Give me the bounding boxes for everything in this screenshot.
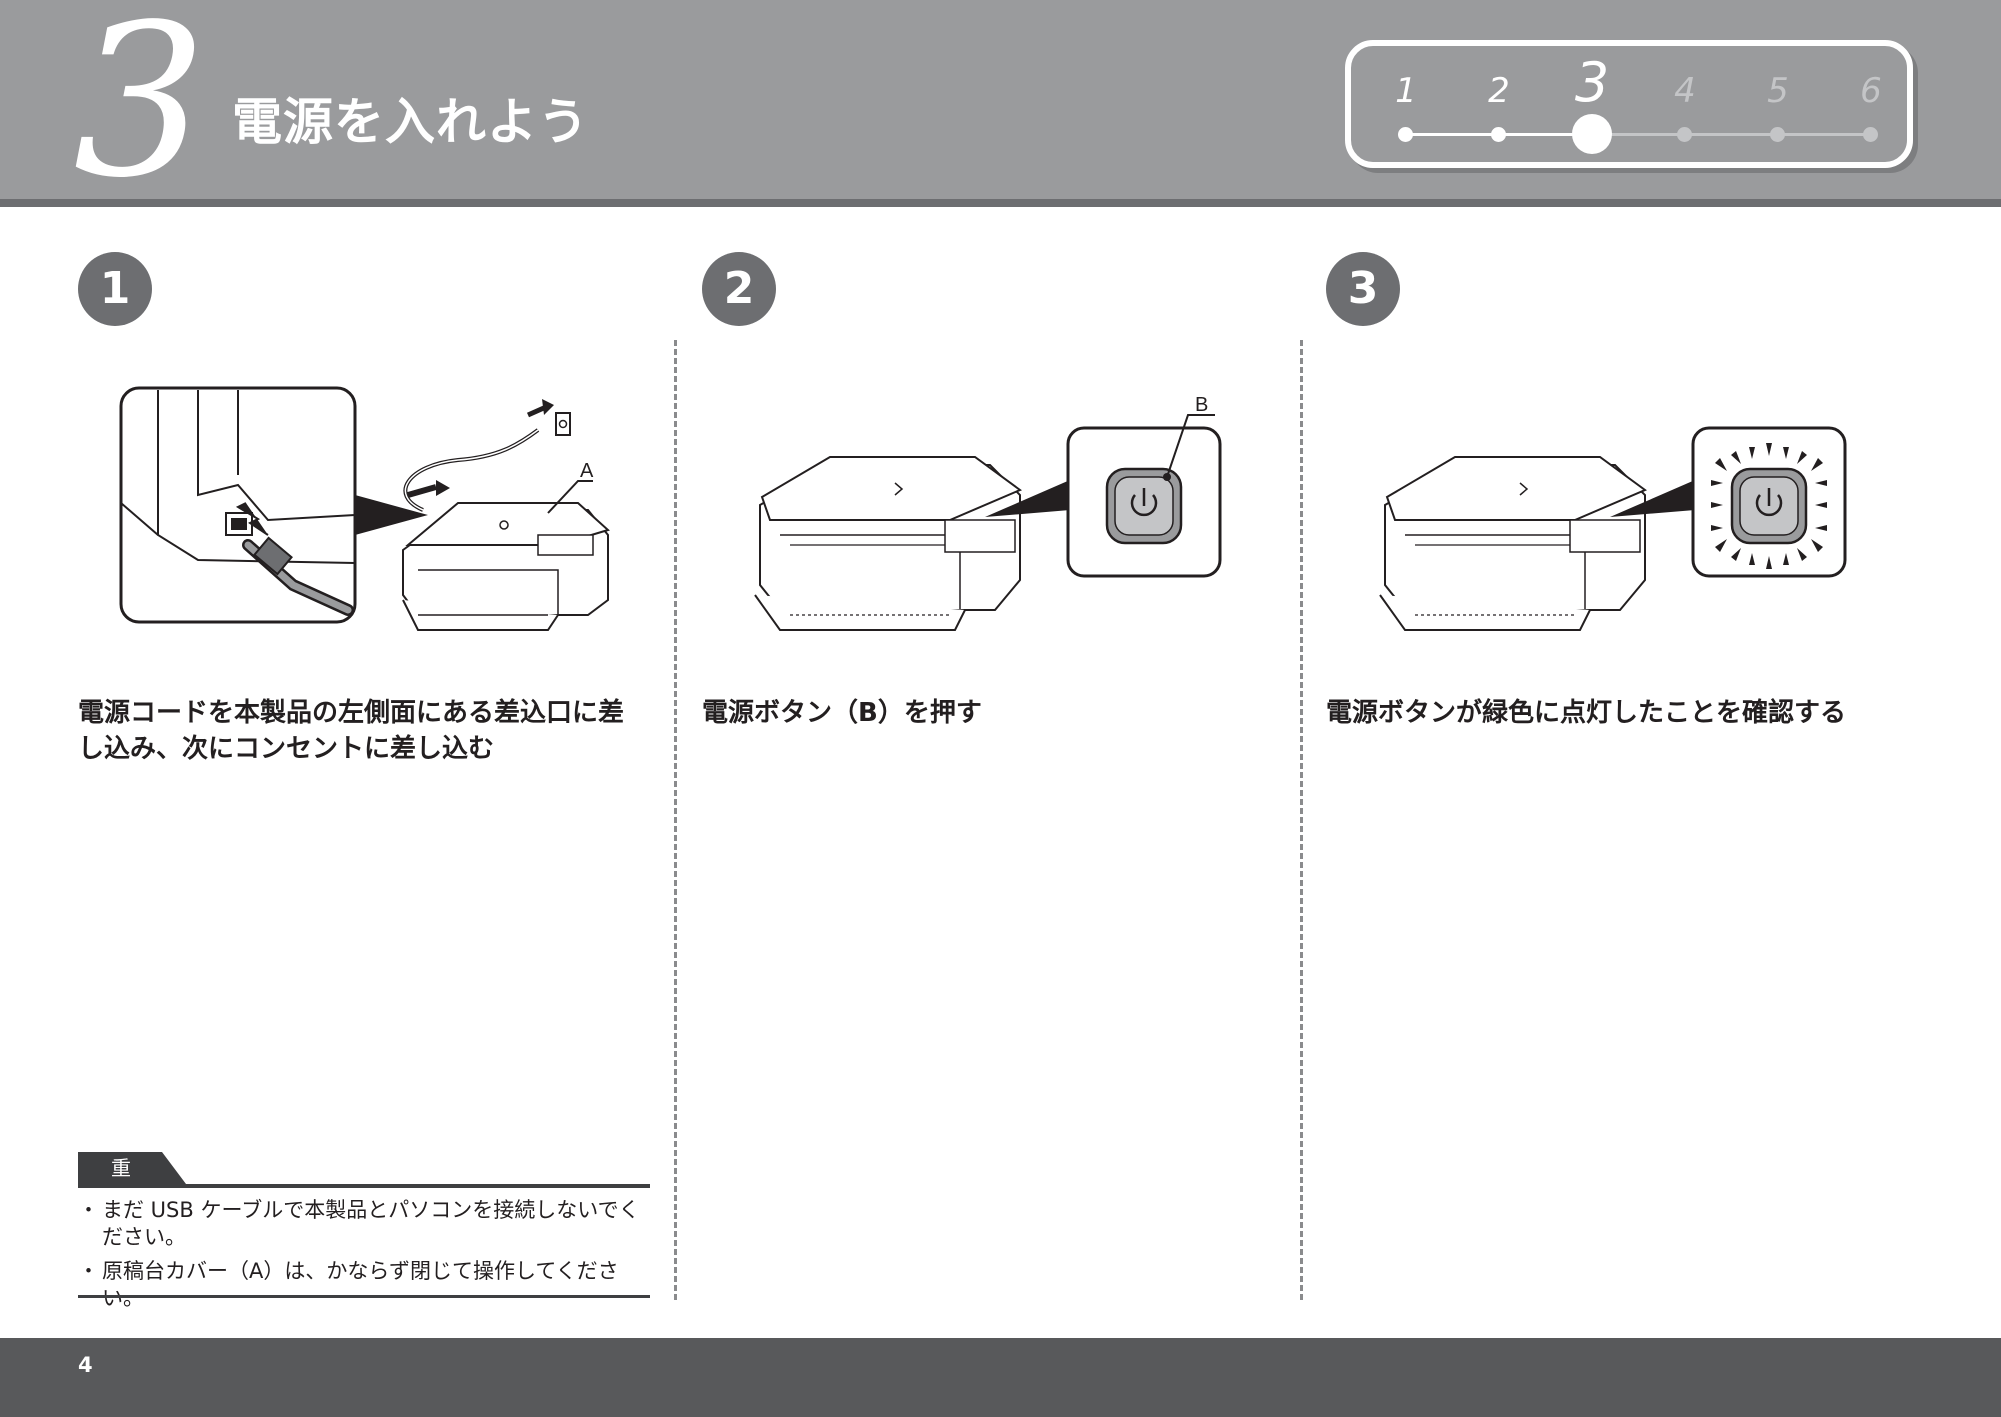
callout-a-label: A — [580, 460, 594, 482]
important-note-2-text: 原稿台カバー（A）は、かならず閉じて操作してください。 — [102, 1259, 619, 1310]
progress-step-1: 1 — [1395, 71, 1417, 111]
important-label: 重 要 — [111, 1156, 143, 1212]
step-3-number: 3 — [1326, 252, 1400, 326]
step-1-number: 1 — [78, 252, 152, 326]
important-tag — [78, 1152, 186, 1184]
step-2-instruction: 電源ボタン（B）を押す — [702, 698, 982, 728]
glow-rays — [1711, 443, 1827, 569]
column-divider-2 — [1300, 340, 1303, 1300]
progress-step-2: 2 — [1488, 71, 1510, 111]
step-3-instruction: 電源ボタンが緑色に点灯したことを確認する — [1326, 698, 1847, 728]
progress-dot-5 — [1770, 127, 1785, 142]
note-bullet: ・ — [78, 1198, 99, 1222]
important-note-1-text: まだ USB ケーブルで本製品とパソコンを接続しないでください。 — [102, 1198, 640, 1249]
important-rule-top — [78, 1184, 650, 1188]
progress-indicator: 1 2 3 4 5 6 — [1345, 40, 1913, 168]
progress-step-3: 3 — [1574, 51, 1610, 114]
header-rule — [0, 199, 2001, 207]
page-title: 電源を入れよう — [232, 93, 589, 151]
progress-step-6: 6 — [1860, 71, 1882, 111]
page-header — [0, 0, 2001, 203]
note-bullet: ・ — [78, 1259, 99, 1283]
progress-dot-6 — [1863, 127, 1878, 142]
section-number: 3 — [73, 0, 207, 224]
page-number: 4 — [78, 1353, 93, 1377]
step-2-number: 2 — [702, 252, 776, 326]
progress-line-todo — [1591, 133, 1871, 136]
power-cord-illustration: A — [119, 386, 610, 631]
callout-b-label: B — [1195, 394, 1208, 416]
step-1-instruction: 電源コードを本製品の左側面にある差込口に差し込み、次にコンセントに差し込む — [78, 698, 625, 764]
important-note-1: ・ まだ USB ケーブルで本製品とパソコンを接続しないでください。 — [78, 1197, 650, 1251]
press-power-illustration: B — [754, 394, 1222, 631]
important-rule-bottom — [78, 1295, 650, 1298]
column-divider-1 — [674, 340, 677, 1300]
page-footer — [0, 1338, 2001, 1417]
important-note-2: ・ 原稿台カバー（A）は、かならず閉じて操作してください。 — [78, 1258, 650, 1312]
progress-step-5: 5 — [1767, 71, 1789, 111]
progress-dot-2 — [1491, 127, 1506, 142]
progress-dot-3 — [1572, 114, 1612, 154]
progress-step-4: 4 — [1674, 71, 1696, 111]
power-lit-illustration — [1379, 426, 1847, 631]
progress-dot-1 — [1398, 127, 1413, 142]
progress-dot-4 — [1677, 127, 1692, 142]
